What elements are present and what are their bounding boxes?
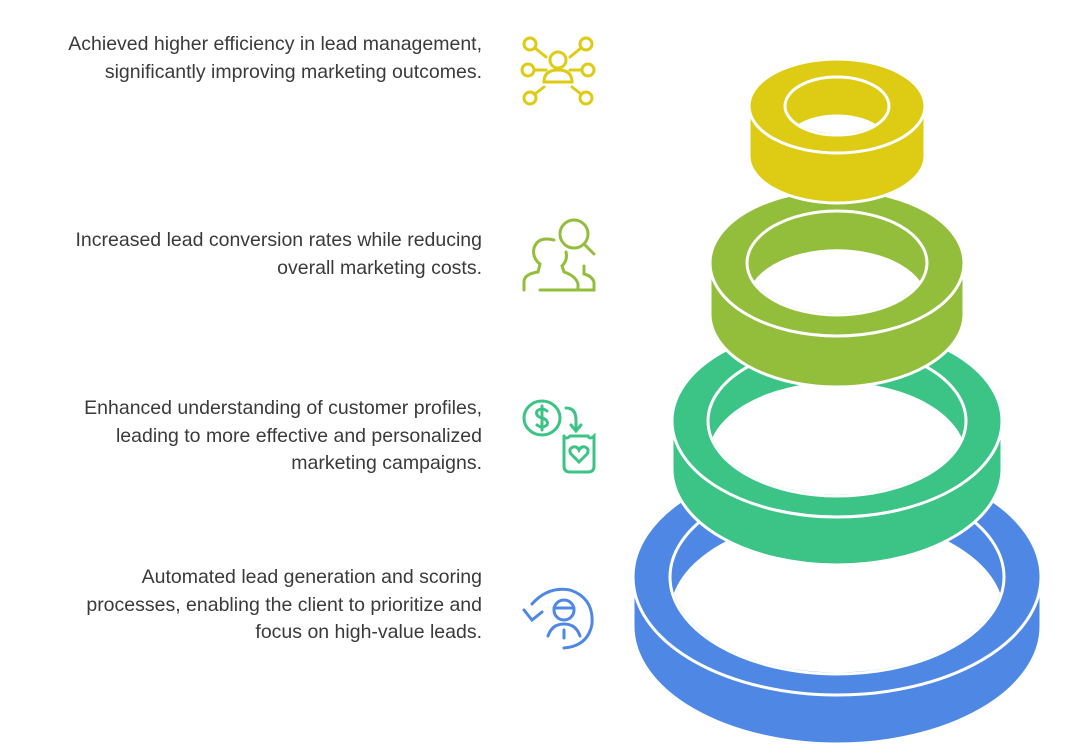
item-text-3: Enhanced understanding of customer profi… bbox=[84, 397, 482, 474]
ring-hole bbox=[709, 382, 965, 495]
ring-third bbox=[670, 323, 1004, 567]
network-person-icon bbox=[518, 32, 598, 112]
item-text-4: Automated lead generation and scoring pr… bbox=[86, 566, 482, 643]
ring-hole bbox=[748, 249, 926, 314]
ring-hole bbox=[786, 114, 888, 134]
item-text-1: Achieved higher efficiency in lead manag… bbox=[68, 33, 482, 83]
people-search-icon bbox=[518, 214, 598, 294]
item-text-2: Increased lead conversion rates while re… bbox=[75, 229, 482, 279]
money-to-heart-bag-icon bbox=[518, 396, 598, 476]
ring-second bbox=[708, 188, 966, 389]
ring-top bbox=[747, 57, 927, 205]
person-cycle-icon bbox=[518, 580, 598, 660]
